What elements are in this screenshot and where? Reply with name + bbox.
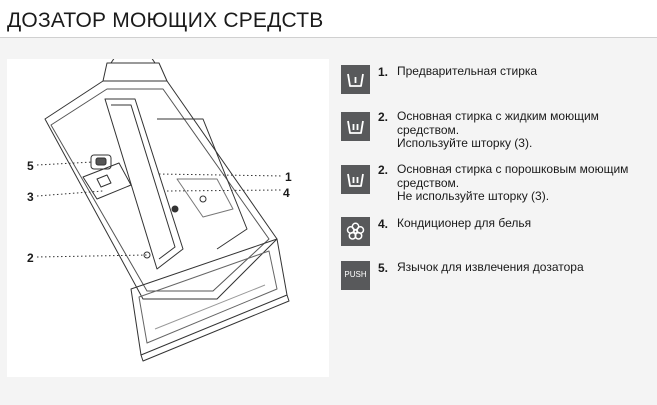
legend-number: 1. — [378, 65, 389, 79]
legend-text: Кондиционер для белья — [397, 216, 532, 230]
liquid-flap — [82, 162, 132, 200]
legend-number: 2. — [378, 110, 389, 124]
push-tab-icon: PUSH — [341, 261, 370, 290]
legend-number: 4. — [378, 217, 389, 231]
dispenser-illustration-panel: 5 3 2 1 4 — [7, 59, 329, 377]
callout-5: 5 — [27, 159, 34, 173]
header-divider — [0, 37, 657, 38]
leader-line-2 — [36, 254, 148, 258]
legend-text: Предварительная стирка — [397, 64, 538, 78]
leader-line-5 — [36, 161, 94, 166]
push-label: PUSH — [344, 270, 367, 279]
prewash-tub-icon — [341, 65, 370, 94]
legend-text: Основная стирка с порошковым моющим сред… — [397, 162, 629, 203]
legend-text: Основная стирка с жидким моющим средство… — [397, 109, 599, 150]
push-tab — [90, 154, 112, 170]
main-wash-tub-icon — [341, 165, 370, 194]
leader-line-3 — [36, 190, 104, 197]
detergent-drawer-drawing — [36, 59, 290, 362]
legend-text: Язычок для извлечения дозатора — [397, 260, 584, 274]
header: ДОЗАТОР МОЮЩИХ СРЕДСТВ — [0, 0, 657, 38]
flower-icon — [341, 217, 370, 246]
leader-line-4 — [166, 189, 282, 192]
legend-number: 2. — [378, 163, 389, 177]
callout-1: 1 — [285, 170, 292, 184]
compartment-divider — [104, 98, 184, 270]
legend-number: 5. — [378, 261, 389, 275]
callout-3: 3 — [27, 190, 34, 204]
callout-4: 4 — [283, 186, 290, 200]
callout-2: 2 — [27, 251, 34, 265]
main-wash-tub-icon — [341, 112, 370, 141]
page-title: ДОЗАТОР МОЮЩИХ СРЕДСТВ — [7, 9, 324, 32]
drawer-handle — [130, 238, 288, 356]
leader-line-1 — [158, 173, 284, 177]
